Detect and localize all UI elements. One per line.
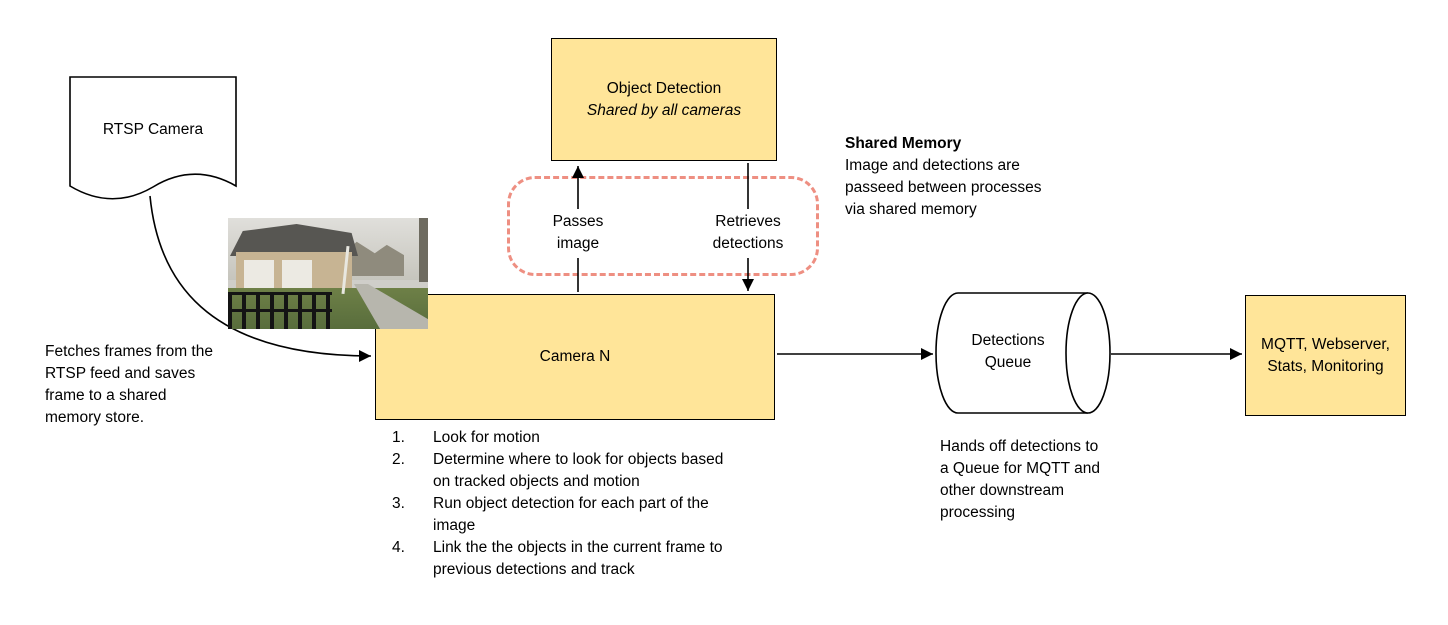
camera-steps-list: 1. Look for motion 2. Determine where to…: [383, 427, 733, 581]
object-detection-box: Object Detection Shared by all cameras: [551, 38, 777, 161]
camera-step: 4. Link the the objects in the current f…: [383, 537, 733, 581]
step-number: 2.: [392, 451, 405, 468]
camera-step: 2. Determine where to look for objects b…: [383, 449, 733, 493]
detections-queue-body: [935, 292, 1088, 414]
photo-fence: [228, 292, 332, 329]
step-text: Determine where to look for objects base…: [433, 451, 724, 490]
step-number: 1.: [392, 429, 405, 446]
step-number: 4.: [392, 539, 405, 556]
step-text: Look for motion: [433, 429, 540, 446]
detections-queue-label: Detections Queue: [971, 332, 1045, 372]
camera-n-label: Camera N: [539, 348, 611, 366]
photo-porch-post: [419, 218, 428, 282]
detections-queue-end-ellipse: [1065, 292, 1111, 414]
camera-step: 1. Look for motion: [383, 427, 733, 449]
mqtt-output-label: MQTT, Webserver, Stats, Monitoring: [1261, 335, 1390, 375]
fetch-frames-note: Fetches frames from the RTSP feed and sa…: [45, 343, 213, 426]
shared-memory-dashed-region: [507, 176, 819, 276]
shared-memory-note: Shared Memory Image and detections are p…: [845, 133, 1045, 221]
mqtt-output-box: MQTT, Webserver, Stats, Monitoring: [1245, 295, 1406, 416]
photo-garage-door: [282, 260, 312, 290]
rtsp-camera-label: RTSP Camera: [102, 121, 204, 138]
step-text: Run object detection for each part of th…: [433, 495, 709, 534]
object-detection-title: Object Detection: [606, 79, 722, 97]
photo-garage-door: [244, 260, 274, 290]
camera-n-box: Camera N: [375, 294, 775, 420]
passes-image-label: Passes image: [530, 209, 626, 258]
arrow-rtsp-to-camera: [149, 195, 372, 362]
shared-memory-note-body: Image and detections are passeed between…: [845, 157, 1042, 218]
camera-snapshot: [228, 218, 428, 329]
step-text: Link the the objects in the current fram…: [433, 539, 723, 578]
step-number: 3.: [392, 495, 405, 512]
queue-handoff-note: Hands off detections to a Queue for MQTT…: [940, 438, 1100, 521]
retrieves-detections-label: Retrieves detections: [700, 209, 796, 258]
shared-memory-note-title: Shared Memory: [845, 135, 962, 152]
camera-step: 3. Run object detection for each part of…: [383, 493, 733, 537]
rtsp-document-shape: [69, 76, 237, 200]
object-detection-subtitle: Shared by all cameras: [586, 101, 742, 119]
